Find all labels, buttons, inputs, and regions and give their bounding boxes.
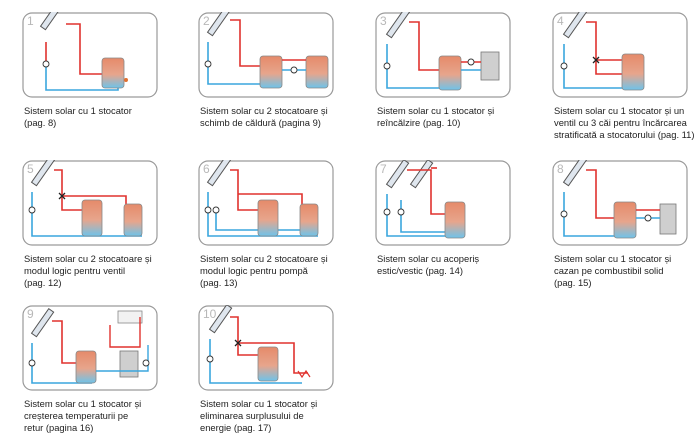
diagram-7: 7 <box>375 160 511 246</box>
diagram-number: 4 <box>557 14 564 28</box>
diagram-caption: Sistem solar cu 2 stocatoare și schimb d… <box>200 105 328 128</box>
diagram-number: 1 <box>27 14 34 28</box>
diagram-3: 3 <box>375 12 511 98</box>
solar-collector <box>39 12 67 31</box>
diagram-9: 9 <box>22 305 158 391</box>
tank-icon <box>101 57 125 89</box>
diagram-caption: Sistem solar cu 1 stocator și creșterea … <box>24 398 142 433</box>
diagram-1: 1 <box>22 12 158 98</box>
diagram-number: 9 <box>27 307 34 321</box>
diagram-8: 8 <box>552 160 688 246</box>
diagram-10: 10 <box>198 305 334 391</box>
diagram-number: 7 <box>380 162 387 176</box>
diagram-number: 5 <box>27 162 34 176</box>
diagram-5: 5 <box>22 160 158 246</box>
diagram-caption: Sistem solar cu 1 stocator și cazan pe c… <box>554 253 672 288</box>
diagram-caption: Sistem solar cu 1 stocator (pag. 8) <box>24 105 132 128</box>
pump-icon <box>42 60 50 68</box>
diagram-number: 10 <box>203 307 217 321</box>
diagram-caption: Sistem solar cu 1 stocator și eliminarea… <box>200 398 318 433</box>
diagram-caption: Sistem solar cu 2 stocatoare și modul lo… <box>24 253 152 288</box>
heat-dump-icon <box>297 369 311 379</box>
diagram-caption: Sistem solar cu 2 stocatoare și modul lo… <box>200 253 328 288</box>
radiator-icon <box>117 310 143 324</box>
diagram-number: 6 <box>203 162 210 176</box>
diagram-number: 3 <box>380 14 387 28</box>
diagram-2: 2 <box>198 12 334 98</box>
diagram-4: 4 <box>552 12 688 98</box>
diagram-number: 2 <box>203 14 210 28</box>
diagram-6: 6 <box>198 160 334 246</box>
diagram-caption: Sistem solar cu 1 stocator și un ventil … <box>554 105 695 140</box>
diagram-number: 8 <box>557 162 564 176</box>
valve-icon <box>592 56 600 64</box>
diagram-caption: Sistem solar cu 1 stocator și reîncălzir… <box>377 105 495 128</box>
boiler-icon <box>480 51 500 81</box>
diagram-caption: Sistem solar cu acoperiș estic/vestic (p… <box>377 253 480 276</box>
